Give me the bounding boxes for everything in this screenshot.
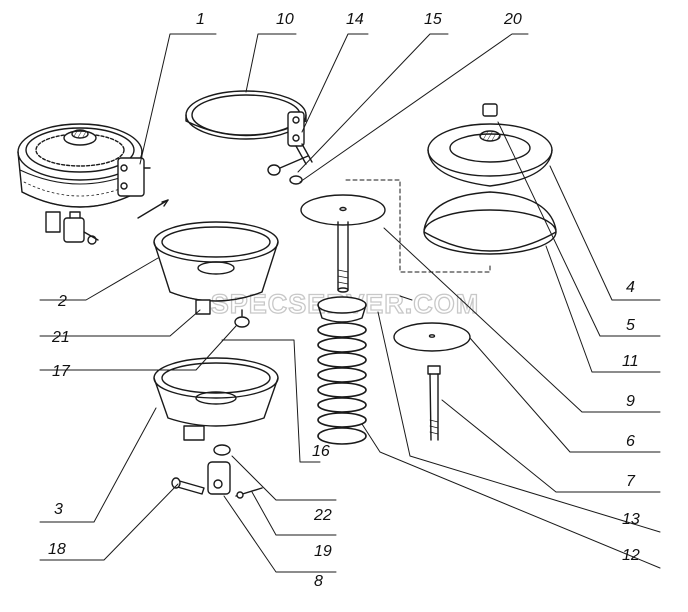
callout-16: 16 (312, 443, 330, 460)
assembly-guide-line (345, 179, 491, 273)
clevis-fork (207, 461, 231, 495)
callout-15: 15 (424, 11, 442, 28)
callout-3: 3 (54, 501, 63, 518)
leader-lines (39, 33, 661, 573)
callout-6: 6 (626, 433, 635, 450)
lock-nut (289, 175, 303, 185)
callout-18: 18 (48, 541, 66, 558)
flat-disc (393, 322, 471, 352)
callout-12: 12 (622, 547, 640, 564)
callout-11: 11 (622, 353, 639, 370)
callout-9: 9 (626, 393, 635, 410)
assembled-brake-chamber (17, 123, 151, 245)
washer (213, 444, 231, 456)
callout-19: 19 (314, 543, 332, 560)
callout-22: 22 (313, 507, 332, 524)
push-plate-with-rod (300, 194, 386, 293)
cotter-pin (235, 487, 263, 499)
upper-chamber-cover (427, 103, 553, 187)
diaphragm (423, 191, 557, 255)
callout-20: 20 (503, 11, 522, 28)
spring-seat-cup (317, 296, 367, 323)
hex-nut (234, 316, 250, 328)
coil-spring (317, 322, 367, 445)
callout-1: 1 (196, 11, 205, 28)
callout-17: 17 (52, 363, 71, 380)
upper-housing-bowl (153, 221, 279, 315)
callout-2: 2 (57, 293, 67, 310)
callout-13: 13 (622, 511, 640, 528)
assembly-arrow (137, 199, 169, 219)
callout-14: 14 (346, 11, 364, 28)
callout-5: 5 (626, 317, 635, 334)
clamp-bolt-assembly (267, 111, 313, 176)
callout-labels: 1 10 14 15 20 4 5 11 9 6 7 13 12 2 21 17… (48, 11, 640, 590)
lower-housing-bowl (153, 357, 279, 441)
clevis-pin (171, 477, 205, 495)
callout-7: 7 (626, 473, 636, 490)
callout-21: 21 (51, 329, 70, 346)
callout-4: 4 (626, 279, 635, 296)
callout-8: 8 (314, 573, 323, 590)
long-bolt (427, 365, 441, 441)
callout-10: 10 (276, 11, 294, 28)
